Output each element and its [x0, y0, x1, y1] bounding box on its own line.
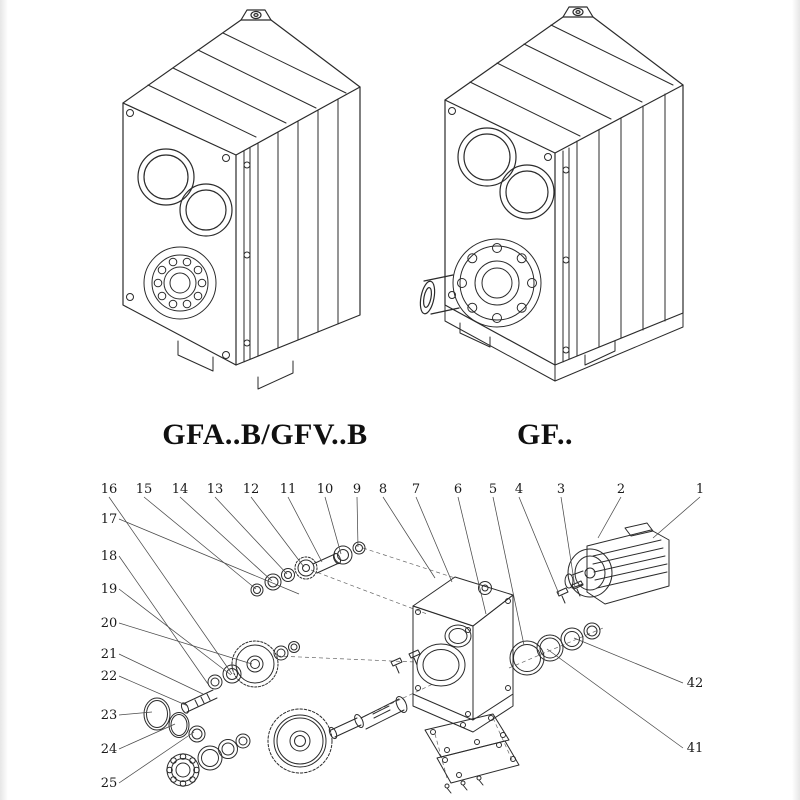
gasket-cover-parts — [424, 713, 520, 794]
callout-leader-lines — [108, 496, 701, 784]
page-right-edge — [792, 0, 800, 800]
output-bearing-parts — [166, 733, 251, 787]
mounting-base — [444, 304, 684, 382]
side-ribs — [562, 93, 666, 363]
front-bolts — [448, 107, 552, 299]
callout-number: 7 — [412, 482, 420, 497]
callout-number: 14 — [172, 482, 189, 497]
side-ribs — [243, 98, 339, 363]
electric-motor — [564, 522, 670, 605]
callout-number: 1 — [696, 482, 704, 497]
output-flange — [452, 238, 542, 328]
callout-number: 2 — [617, 482, 625, 497]
callout-numbers: 16 15 14 13 12 11 10 9 8 7 6 5 4 3 2 1 1… — [101, 482, 704, 791]
callout-number: 23 — [101, 708, 118, 723]
top-ribs — [469, 24, 674, 137]
callout-number: 4 — [515, 482, 523, 497]
top-ribs — [147, 32, 347, 138]
lifting-eye-boss — [240, 9, 272, 21]
callout-number: 12 — [243, 482, 260, 497]
output-bearing-face — [143, 246, 217, 320]
lifting-eye-boss — [562, 6, 594, 18]
callout-number: 18 — [101, 549, 118, 564]
callout-number: 10 — [317, 482, 334, 497]
callout-number: 41 — [687, 741, 704, 756]
motor-side-rings — [509, 580, 601, 676]
callout-number: 16 — [101, 482, 118, 497]
callout-number: 20 — [101, 616, 118, 631]
housing-outline — [122, 19, 361, 366]
assembly-axis-lines — [276, 547, 604, 779]
housing-outline — [444, 16, 684, 366]
mounting-feet — [177, 340, 294, 390]
model-label-left: GFA..B/GFV..B — [162, 418, 368, 451]
callout-number: 5 — [489, 482, 497, 497]
output-shaft-part — [328, 696, 408, 740]
callout-number: 21 — [101, 647, 118, 662]
callout-number: 24 — [101, 742, 118, 757]
callout-number: 9 — [353, 482, 361, 497]
intermediate-gear-parts — [180, 640, 300, 714]
callout-number: 6 — [454, 482, 462, 497]
input-pinion-parts — [250, 541, 366, 597]
callout-number: 19 — [101, 582, 118, 597]
callout-number: 13 — [207, 482, 224, 497]
model-label-right: GF.. — [517, 418, 573, 451]
callout-number: 8 — [379, 482, 387, 497]
callout-number: 15 — [136, 482, 153, 497]
callout-number: 11 — [280, 482, 297, 497]
gear-housing — [412, 576, 514, 733]
seal-circlip-parts — [143, 697, 206, 743]
output-gear — [267, 708, 333, 774]
callout-number: 17 — [101, 512, 118, 527]
page-left-edge — [0, 0, 8, 800]
callout-number: 25 — [101, 776, 118, 791]
inspection-bores — [137, 148, 233, 237]
gearbox-drawing-gfab — [122, 9, 361, 390]
callout-number: 22 — [101, 669, 118, 684]
gearbox-drawing-gf — [419, 6, 684, 382]
exploded-parts-diagram: 16 15 14 13 12 11 10 9 8 7 6 5 4 3 2 1 1… — [101, 482, 704, 794]
front-bolts — [126, 109, 230, 359]
callout-number: 42 — [687, 676, 704, 691]
callout-number: 3 — [557, 482, 565, 497]
inspection-bores — [457, 127, 555, 220]
